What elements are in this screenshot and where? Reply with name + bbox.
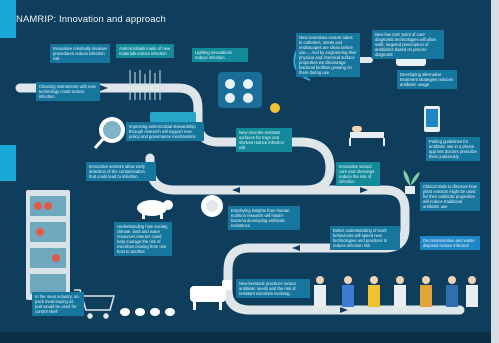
note-nutrition: Employing insights from human nutrition … bbox=[228, 206, 300, 230]
note-society-climate: Understanding how society, climate, land… bbox=[114, 222, 172, 256]
lamp-icon bbox=[270, 103, 280, 113]
note-minimally-invasive: Innovative minimally invasive procedures… bbox=[50, 44, 110, 63]
chickens-icon bbox=[120, 308, 175, 316]
right-frame bbox=[491, 0, 499, 343]
plant-icon bbox=[403, 170, 420, 194]
fridge-icon bbox=[26, 190, 70, 300]
road-arrows bbox=[100, 85, 368, 313]
cow-icon bbox=[190, 280, 232, 310]
note-wound-care: Innovative wound care and dressings redu… bbox=[336, 162, 380, 186]
note-microbe-surfaces: New microbe resistant surfaces for trays… bbox=[236, 128, 292, 152]
note-sensors: Innovative sensors allow early detection… bbox=[86, 162, 156, 181]
magnifier-icon bbox=[93, 117, 125, 149]
note-meat-industry: In the meat industry, on-pack meat buyin… bbox=[32, 292, 84, 316]
note-phone-guidelines: Putting guidelines for antibiotic use in… bbox=[426, 137, 480, 161]
surgical-instruments-icon bbox=[129, 70, 161, 100]
note-diagnostics: New low cost 'point of care' diagnostic … bbox=[372, 30, 444, 59]
note-alternative-treatment: Developing alternative treatment strateg… bbox=[397, 70, 457, 89]
note-stewardship: Improving antimicrobial stewardship thro… bbox=[126, 122, 204, 141]
hospital-bed-icon bbox=[349, 126, 385, 146]
note-decontamination: Decontamination and waste disposal reduc… bbox=[420, 236, 480, 250]
left-accent-top bbox=[0, 0, 16, 38]
note-cleaning-instruments: Cleaning instruments with new technology… bbox=[36, 82, 100, 101]
shopping-cart-icon bbox=[74, 289, 115, 319]
left-accent-mid bbox=[0, 145, 16, 181]
lighting-dishes-icon bbox=[218, 72, 262, 108]
note-plant-extracts: Clinical trials to discover how plant ex… bbox=[420, 182, 480, 211]
note-antimicrobial-materials: Antimicrobials made of new materials red… bbox=[116, 44, 174, 58]
medical-staff-icon bbox=[314, 276, 478, 307]
page-title: NAMRIP: Innovation and approach bbox=[16, 14, 166, 25]
note-livestock: New livestock practices reduce antibioti… bbox=[236, 279, 310, 298]
bottom-bar bbox=[0, 332, 491, 343]
note-lighting: Lighting innovations reduce infection bbox=[192, 48, 248, 62]
pig-icon bbox=[137, 200, 173, 219]
note-inventions-tubes: New inventions ensure tubes in catheters… bbox=[296, 33, 360, 77]
note-work-behaviours: Better understanding of work behaviours … bbox=[330, 226, 400, 250]
